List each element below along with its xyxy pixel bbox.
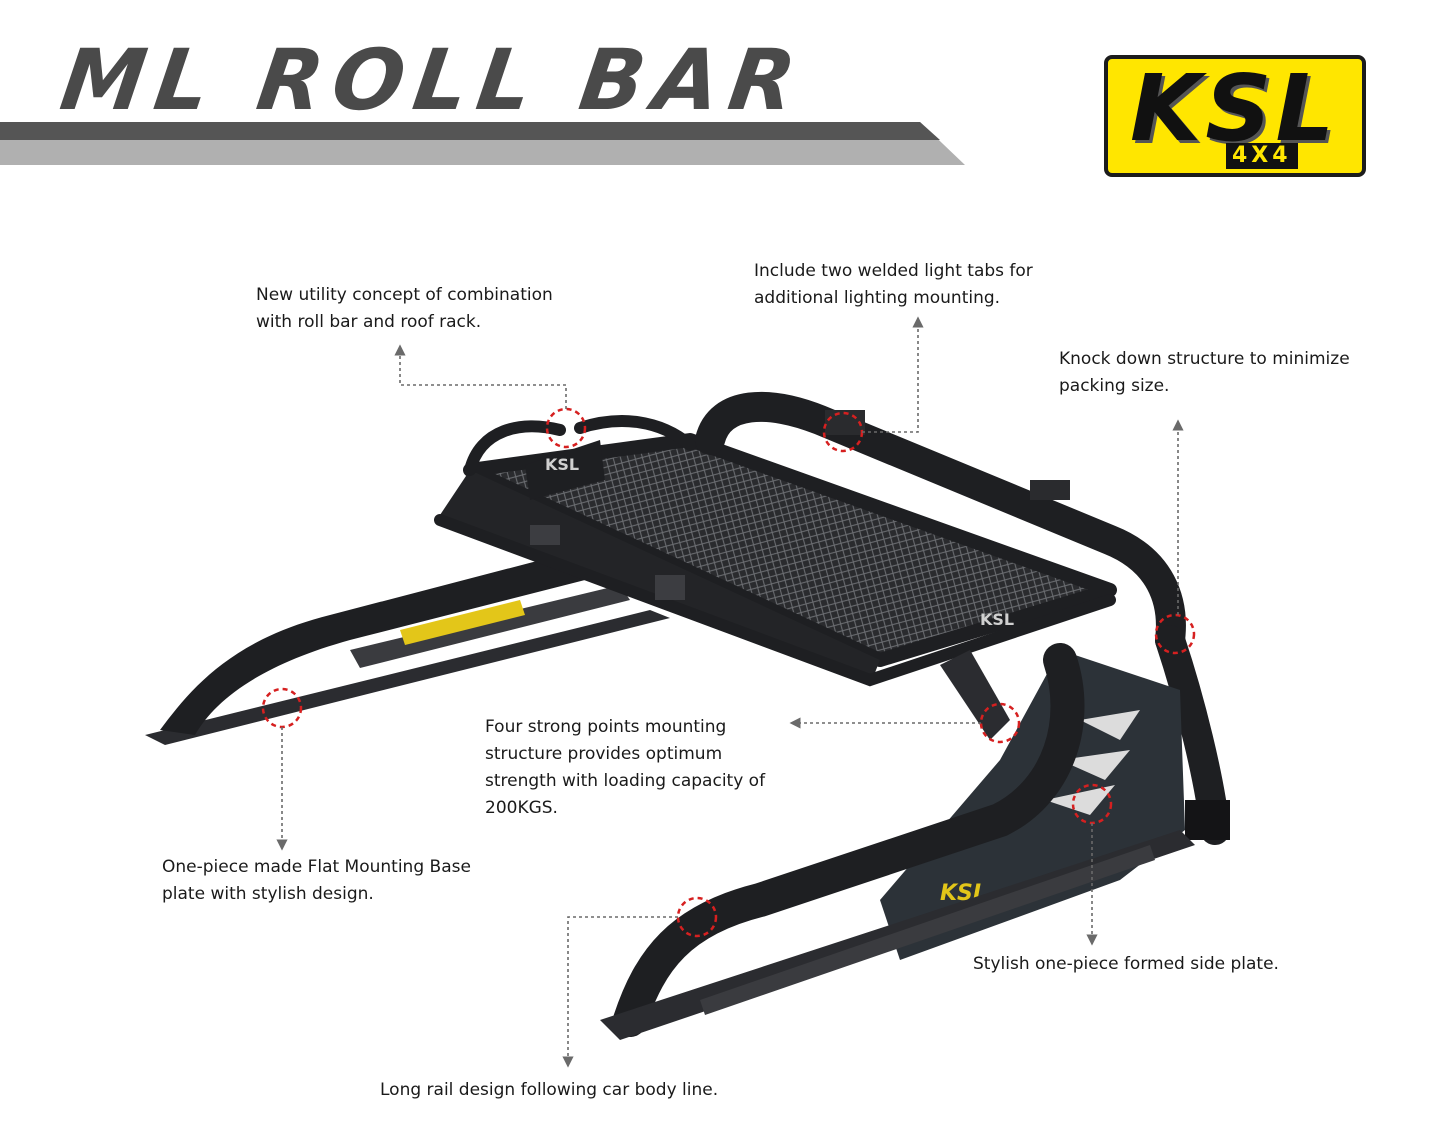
logo-sub: 4X4 [1226,143,1298,169]
callout-utility: New utility concept of combination with … [256,285,553,332]
marker-long-rail [676,896,718,938]
callout-long-rail: Long rail design following car body line… [380,1080,719,1100]
svg-text:KSL: KSL [980,610,1014,629]
leader-light-tabs [862,316,924,433]
svg-text:KSL: KSL [545,455,579,474]
roll-bar-hoop [695,391,1230,845]
callout-side-plate: Stylish one-piece formed side plate. [973,954,1279,974]
right-long-rail [600,643,1195,1040]
brand-logo: KSL 4X4 [1104,55,1366,177]
left-mounting-base [145,555,670,745]
mounting-bracket [940,650,1010,740]
roof-rack: KSL KSL [434,415,1117,687]
marker-knock-down [1154,613,1196,655]
marker-four-points [979,702,1021,744]
marker-utility [545,407,587,449]
leader-utility [394,344,567,409]
callout-light-tabs: Include two welded light tabs for additi… [754,261,1033,308]
header-band [0,122,965,165]
callout-flat-base: One-piece made Flat Mounting Base plate … [162,857,471,904]
logo-brand: KSL [1130,55,1339,162]
leader-long-rail [562,916,678,1068]
callout-knock-down: Knock down structure to minimize packing… [1059,349,1350,396]
callout-four-points: Four strong points mounting structure pr… [485,717,766,818]
leader-lines [276,316,1184,1068]
